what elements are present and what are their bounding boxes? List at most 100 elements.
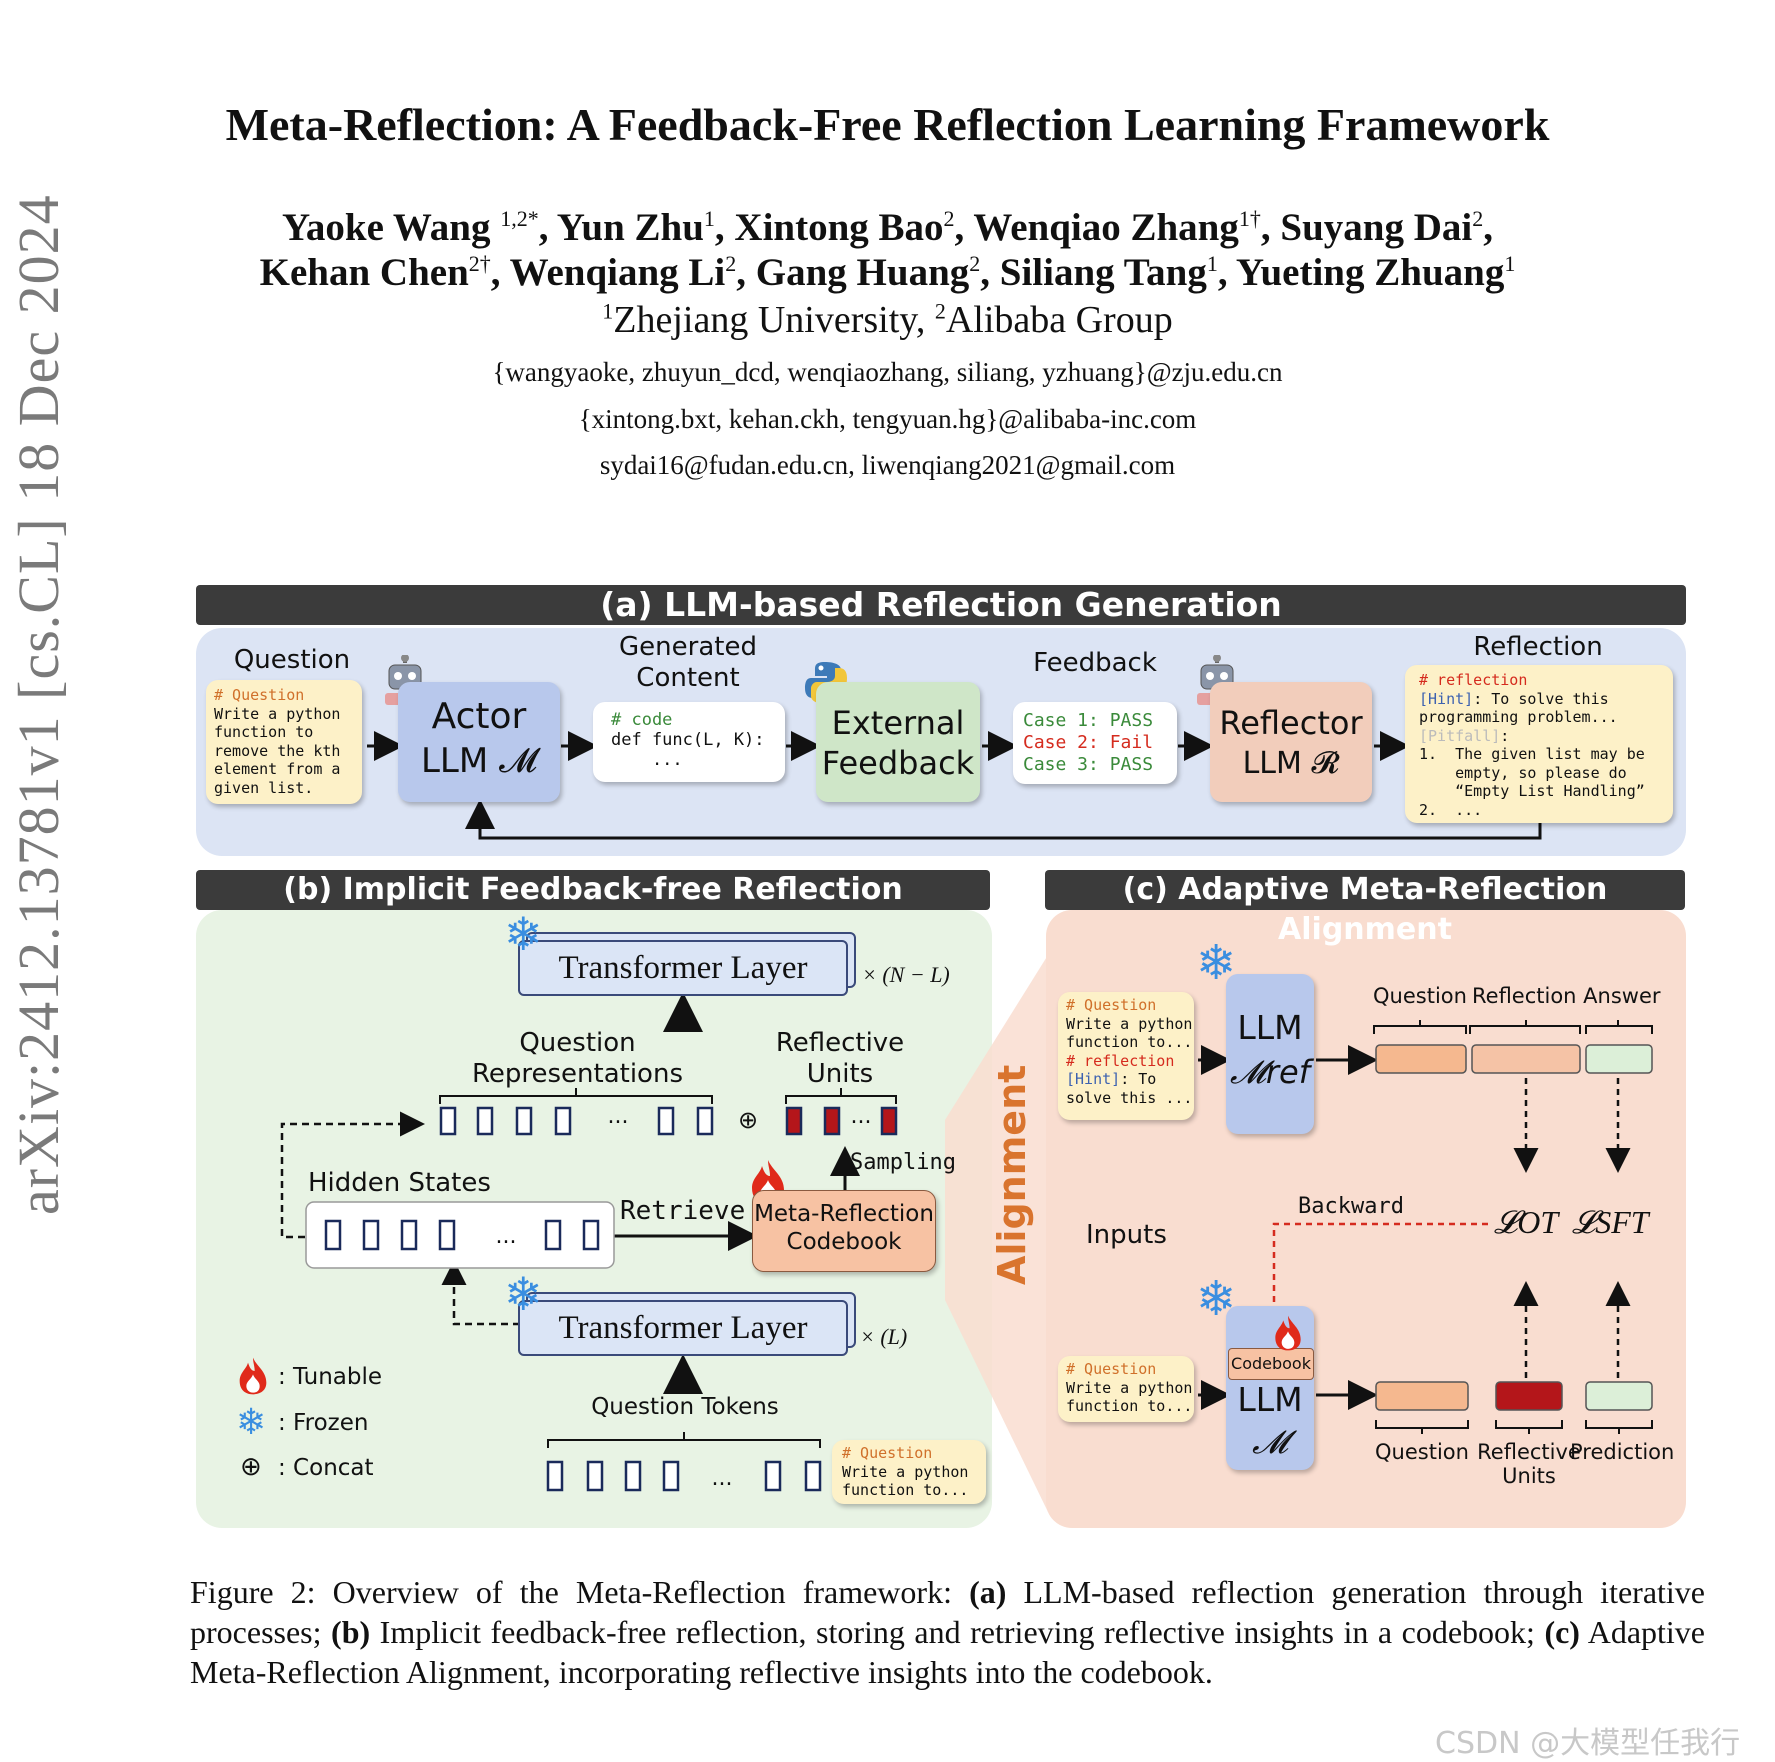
retrieve-label: Retrieve: [620, 1196, 746, 1226]
code-line: remove the kth: [214, 741, 341, 760]
affil-sup: 2: [934, 298, 946, 324]
reflective-units-label: Reflective Units: [775, 1028, 905, 1089]
case-row: Case 2: Fail: [1023, 732, 1167, 754]
author-line-2: Kehan Chen2†, Wenqiang Li2, Gang Huang2,…: [259, 251, 1516, 294]
reflector-line1: Reflector: [1219, 704, 1363, 742]
ellipsis: ...: [850, 1104, 872, 1129]
author: Wenqiao Zhang: [973, 206, 1239, 249]
bracket: [439, 1088, 713, 1104]
external-line1: External: [831, 704, 965, 742]
bracket: [547, 1432, 821, 1448]
case-result: PASS: [1109, 710, 1154, 731]
question-note: # Question Write a python function to...: [832, 1440, 986, 1504]
hint-tag: [Hint]: [1066, 1070, 1121, 1088]
loss-ot: 𝓛OT: [1494, 1204, 1559, 1240]
author-sup: 1: [703, 206, 715, 231]
author: Yueting Zhuang: [1235, 251, 1505, 294]
ellipsis: ...: [711, 1466, 733, 1491]
backward-arrow: [1261, 1222, 1488, 1350]
bracket: [1585, 1020, 1653, 1034]
question-tokens: [546, 1460, 822, 1492]
bracket: [1495, 1420, 1563, 1434]
llm-symbol: 𝓜: [1252, 1423, 1288, 1461]
header-a: (a) LLM-based Reflection Generation: [196, 585, 1686, 625]
transformer-layer-top: Transformer Layer: [518, 940, 848, 996]
author: Xintong Bao: [734, 206, 944, 249]
question-bar: [1375, 1044, 1467, 1074]
author: Yun Zhu: [556, 206, 704, 249]
question-repr-tokens: [439, 1106, 714, 1136]
question-label: Question: [233, 645, 351, 675]
email-line: sydai16@fudan.edu.cn, liwenqiang2021@gma…: [599, 450, 1176, 480]
llm-box: LLM 𝓜: [1226, 1306, 1314, 1470]
llm-label: LLM: [1237, 1008, 1303, 1047]
code-line: function to...: [842, 1481, 969, 1499]
caption-text: LLM-based reflection generation through …: [190, 1574, 1706, 1650]
author: Kehan Chen: [259, 251, 469, 294]
author: Suyang Dai: [1280, 206, 1473, 249]
code-line: Write a python: [214, 704, 341, 723]
reflection-label: Reflection: [1473, 632, 1603, 662]
affiliations: 1Zhejiang University, 2Alibaba Group: [0, 298, 1775, 342]
bottom-prediction-label: Prediction: [1570, 1440, 1675, 1464]
feedback-label: Feedback: [1033, 648, 1157, 678]
code-line: :: [1500, 726, 1510, 745]
paper-title: Meta-Reflection: A Feedback-Free Reflect…: [225, 99, 1550, 150]
author-sup: 2: [943, 206, 955, 231]
code-line: programming problem...: [1419, 708, 1618, 726]
loss-sft: 𝓛SFT: [1572, 1204, 1649, 1240]
case-result: Fail: [1109, 732, 1154, 753]
case-name: Case 1:: [1023, 710, 1099, 731]
affil-inst: Zhejiang University,: [613, 299, 926, 341]
author-sup: 1: [1504, 251, 1516, 276]
cases-box: Case 1: PASS Case 2: Fail Case 3: PASS: [1013, 702, 1177, 784]
case-result: PASS: [1109, 754, 1154, 775]
case-row: Case 3: PASS: [1023, 754, 1167, 776]
caption-tag: (c): [1544, 1614, 1580, 1650]
meta-reflection-codebook: Meta-Reflection Codebook: [752, 1190, 936, 1272]
code-line: # reflection: [1066, 1051, 1175, 1070]
hidden-state-tokens: [324, 1219, 600, 1251]
fire-icon: [236, 1356, 270, 1396]
code-line: “Empty List Handling”: [1419, 782, 1645, 800]
code-line: # code: [611, 710, 673, 730]
hidden-states-label: Hidden States: [308, 1168, 491, 1198]
codebook-line1: Meta-Reflection: [754, 1201, 934, 1227]
hint-tag: [Hint]: [1419, 689, 1474, 708]
caption-text: Figure 2: Overview of the Meta-Reflectio…: [190, 1574, 970, 1610]
code-line: # Question: [214, 686, 305, 704]
reflector-line2: LLM 𝓡: [1242, 746, 1340, 781]
top-question-label: Question: [1373, 984, 1467, 1008]
reflective-unit-tokens: [785, 1106, 898, 1136]
caption-tag: (a): [969, 1574, 1007, 1610]
alignment-connector: [945, 955, 1048, 1512]
actor-line1: Actor: [431, 696, 527, 737]
affil-sup: 1: [602, 298, 614, 324]
code-line: element from a: [214, 760, 341, 778]
snowflake-icon: ❄: [504, 1269, 543, 1320]
author-sup: 1: [1206, 251, 1218, 276]
author-sup: 2†: [468, 251, 491, 276]
code-line: : To: [1120, 1070, 1157, 1088]
header-c: (c) Adaptive Meta-Reflection Alignment: [1045, 870, 1685, 947]
code-line: # Question: [1066, 1360, 1157, 1378]
code-line: : To solve this: [1473, 689, 1609, 708]
code-line: def func(L, K):: [611, 730, 765, 750]
code-line: # reflection: [1419, 671, 1528, 689]
reflection-bar: [1471, 1044, 1581, 1074]
hidden-states-box: [305, 1201, 615, 1269]
llm-ref-symbol: 𝓜ref: [1230, 1053, 1310, 1091]
pitfall-tag: [Pitfall]: [1419, 726, 1501, 745]
sampling-label: Sampling: [850, 1150, 956, 1175]
email-line: {xintong.bxt, kehan.ckh, tengyuan.hg}@al…: [578, 404, 1197, 434]
alignment-label: Alignment: [990, 1064, 1034, 1285]
backward-label: Backward: [1298, 1194, 1404, 1219]
concat-icon: ⊕: [737, 1106, 759, 1134]
figure-caption: Figure 2: Overview of the Meta-Reflectio…: [190, 1572, 1705, 1692]
inputs-label: Inputs: [1086, 1220, 1167, 1250]
code-line: # Question: [1066, 996, 1157, 1014]
email-line: {wangyaoke, zhuyun_dcd, wenqiaozhang, si…: [492, 357, 1283, 387]
bracket: [1375, 1420, 1469, 1434]
fire-icon: [1272, 1314, 1304, 1352]
code-line: Write a python: [1066, 1014, 1193, 1033]
